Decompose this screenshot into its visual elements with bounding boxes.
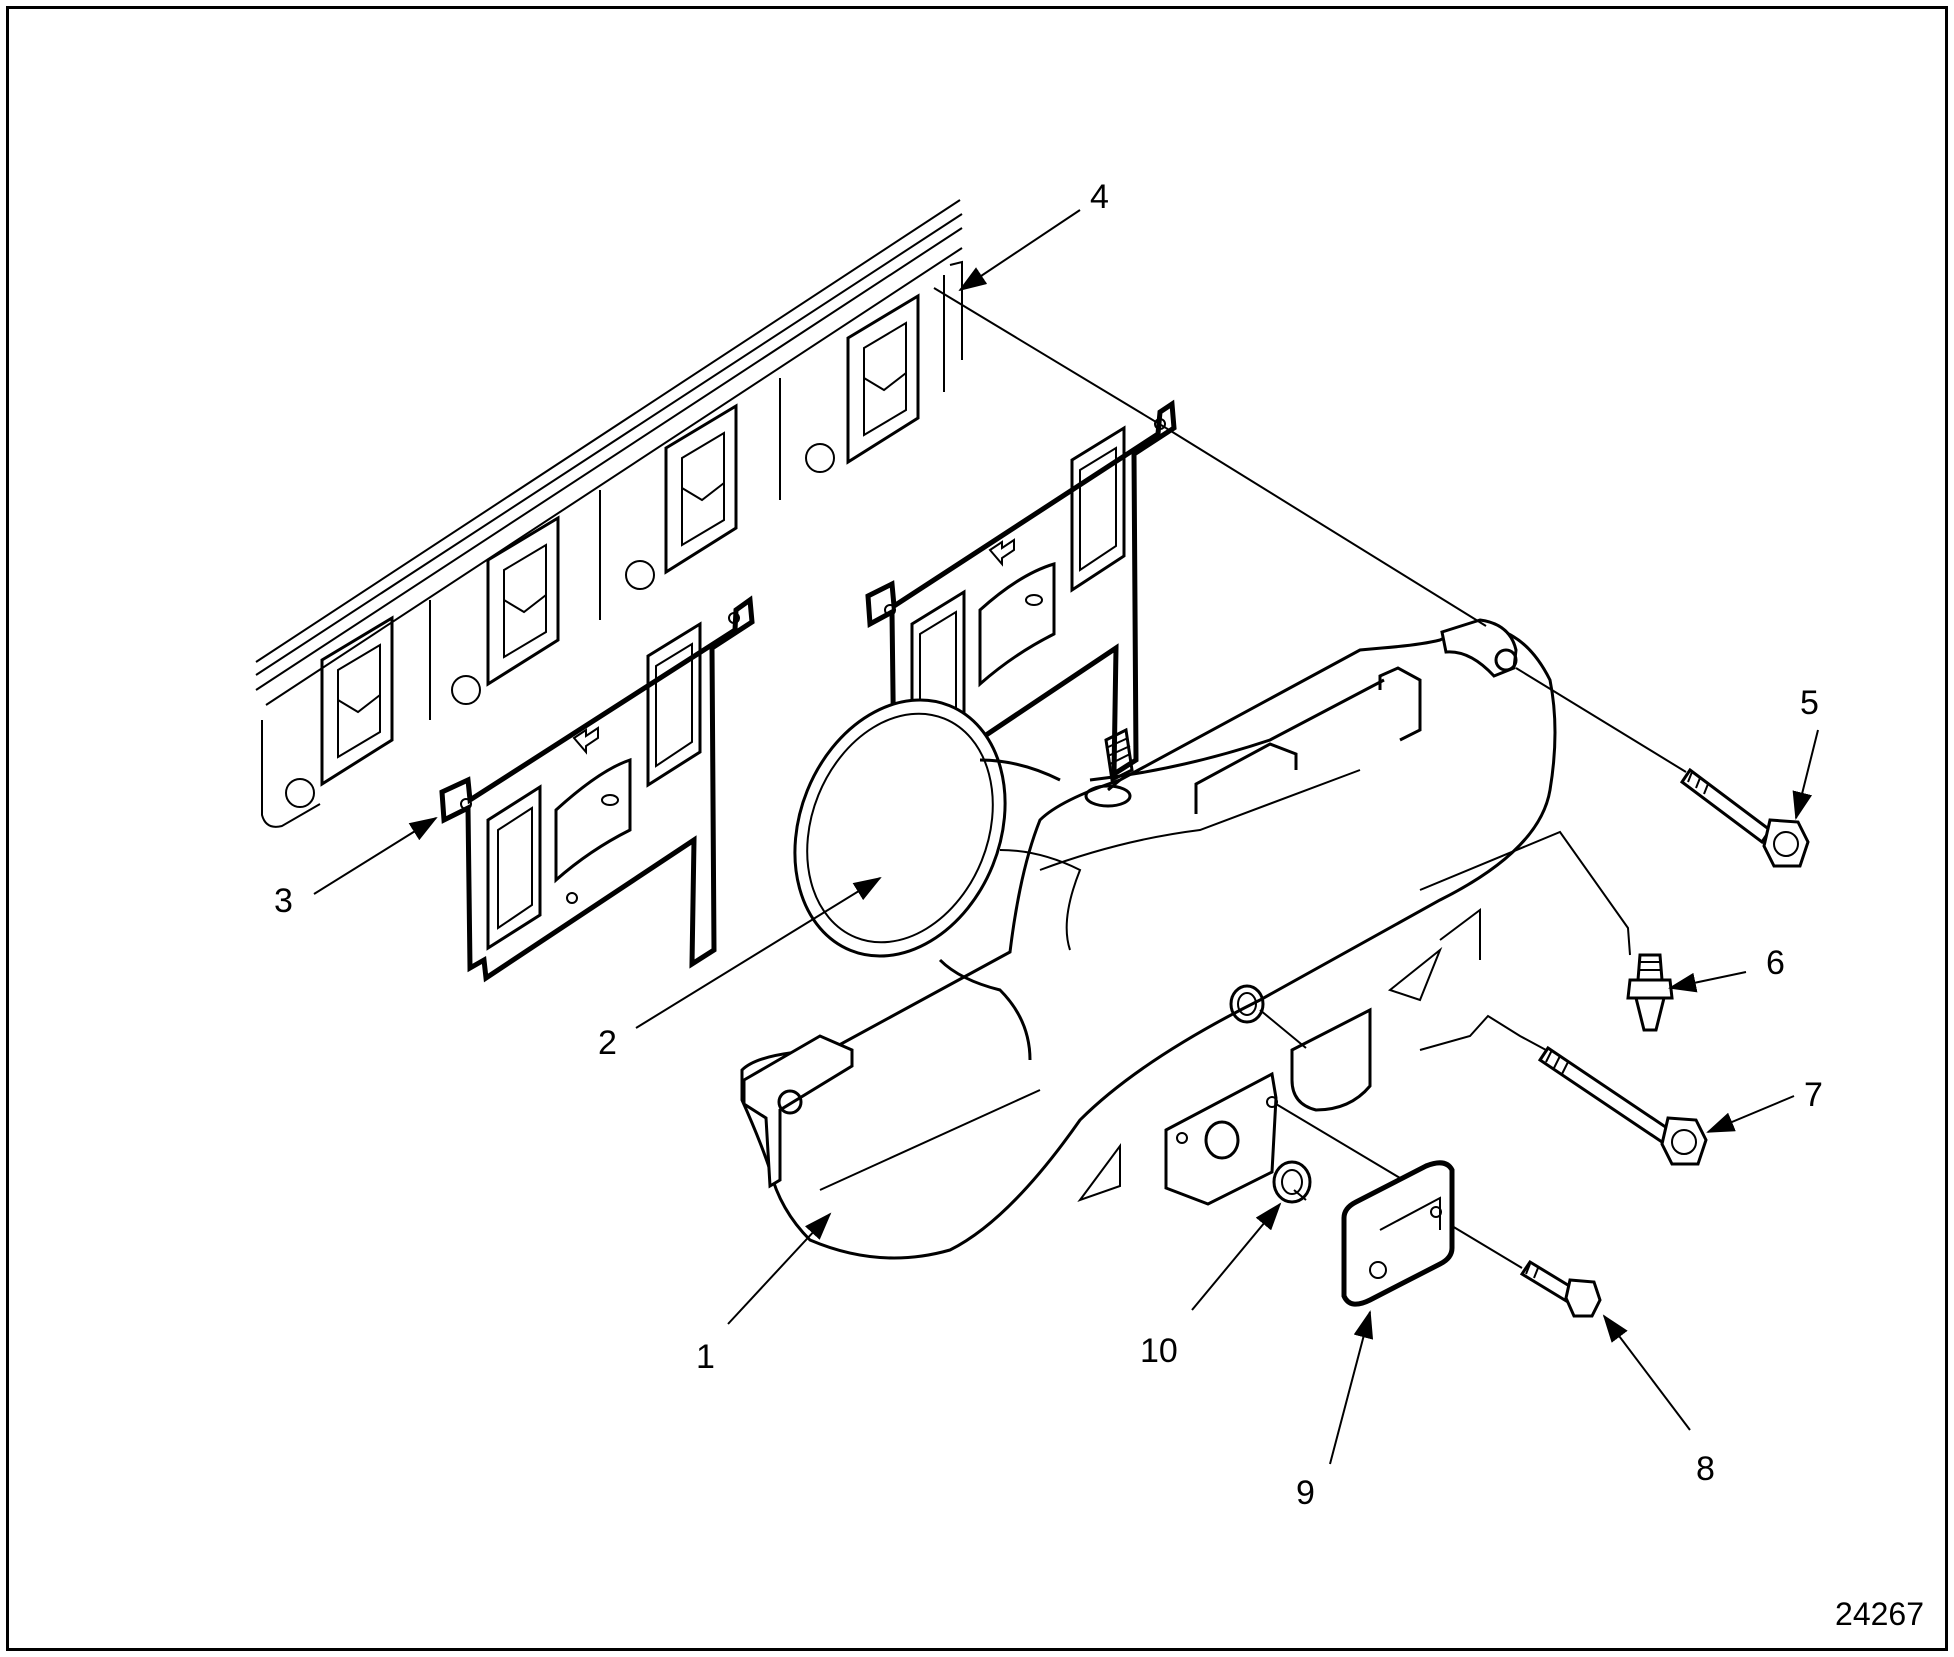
callout-3: 3 [274, 882, 293, 920]
callout-4: 4 [1090, 178, 1109, 216]
callout-2: 2 [598, 1024, 617, 1062]
cylinder-head [255, 199, 963, 828]
callout-leaders [313, 209, 1819, 1465]
exhaust-manifold [740, 618, 1557, 1260]
temperature-sensor [1626, 953, 1674, 1032]
sealing-washer [1272, 1160, 1312, 1204]
callout-8: 8 [1696, 1450, 1715, 1488]
callout-9: 9 [1296, 1474, 1315, 1512]
bolt-lower [1537, 1045, 1708, 1166]
figure-border [6, 6, 1948, 1651]
gasket-left [439, 595, 755, 983]
callout-10: 10 [1140, 1332, 1178, 1370]
cover-plate [1341, 1160, 1455, 1307]
figure-number: 24267 [1835, 1596, 1924, 1632]
callout-1: 1 [696, 1338, 715, 1376]
cover-bolt [1519, 1259, 1602, 1318]
callout-6: 6 [1766, 944, 1785, 982]
bolt-upper [1679, 767, 1810, 868]
callout-7: 7 [1804, 1076, 1823, 1114]
callout-5: 5 [1800, 684, 1819, 722]
alignment-lines [933, 287, 1687, 1269]
